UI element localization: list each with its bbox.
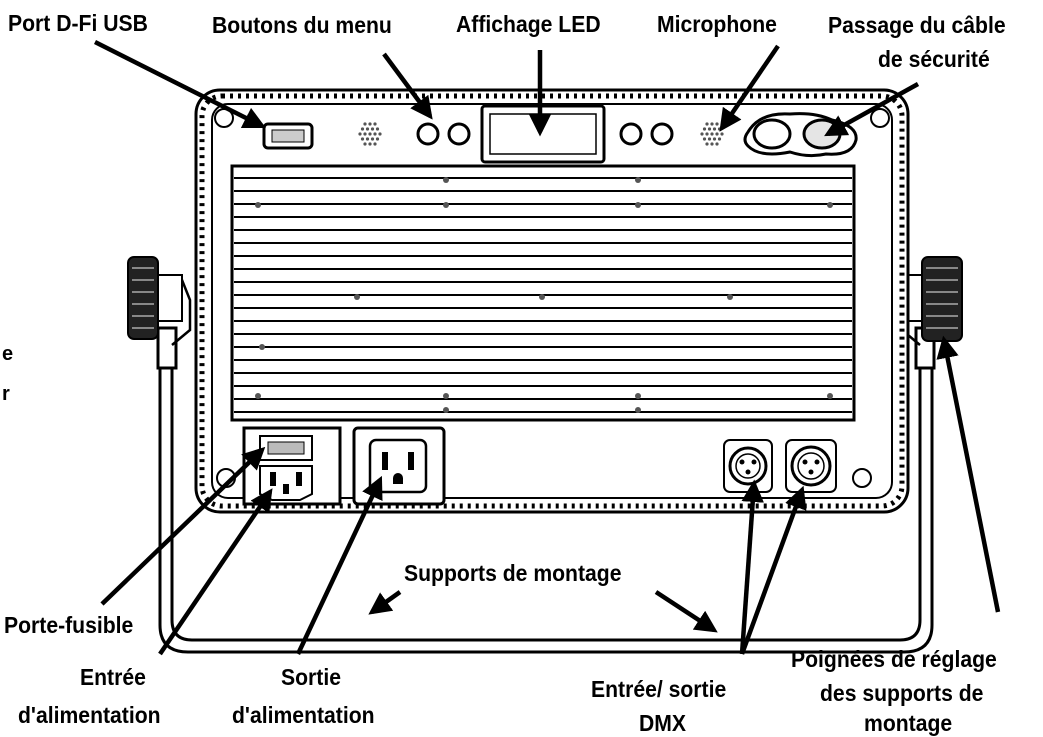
grille-hole bbox=[710, 122, 714, 126]
label-safety-cable-1: Passage du câble bbox=[828, 12, 1006, 38]
grille-hole bbox=[710, 132, 714, 136]
grille-hole bbox=[358, 132, 362, 136]
grille-hole bbox=[700, 132, 704, 136]
speaker-grille-left bbox=[358, 122, 382, 146]
grille-hole bbox=[363, 122, 367, 126]
grille-hole bbox=[365, 137, 370, 141]
dmx-output-connector bbox=[785, 439, 837, 493]
arrow-bracket-right bbox=[654, 590, 718, 633]
label-dmx-1: Entrée/ sortie bbox=[591, 676, 727, 702]
arrow-dmx-in bbox=[739, 479, 764, 655]
power-inlet-with-fuse bbox=[242, 426, 342, 506]
label-power-out-1: Sortie bbox=[281, 664, 341, 690]
label-dmx-2: DMX bbox=[639, 710, 687, 736]
label-usb-port: Port D-Fi USB bbox=[8, 10, 148, 36]
label-adjust-knobs-1: Poignées de réglage bbox=[791, 646, 997, 672]
grille-hole bbox=[702, 137, 707, 141]
arrow-dmx-out bbox=[739, 485, 807, 655]
label-adjust-knobs-2: des supports de bbox=[820, 680, 984, 706]
grille-hole bbox=[363, 142, 367, 146]
grille-hole bbox=[375, 127, 380, 131]
margin-glyph: e bbox=[2, 343, 14, 365]
grille-hole bbox=[368, 142, 372, 146]
grille-hole bbox=[715, 142, 719, 146]
grille-hole bbox=[705, 132, 709, 136]
label-led-display: Affichage LED bbox=[456, 11, 601, 37]
grille-hole bbox=[368, 132, 372, 136]
grille-hole bbox=[712, 137, 717, 141]
arrow-safety-cable bbox=[824, 82, 920, 137]
grille-hole bbox=[712, 127, 717, 131]
label-power-in-2: d'alimentation bbox=[18, 702, 161, 728]
callout-arrows bbox=[93, 39, 1001, 656]
arrow-usb-port bbox=[93, 39, 267, 129]
label-power-in-1: Entrée bbox=[80, 664, 146, 690]
grille-hole bbox=[705, 142, 709, 146]
label-microphone: Microphone bbox=[657, 11, 777, 37]
arrow-power-inlet bbox=[158, 488, 273, 656]
grille-hole bbox=[370, 137, 375, 141]
arrow-adjust-knob bbox=[936, 335, 1001, 613]
grille-hole bbox=[710, 142, 714, 146]
grille-hole bbox=[363, 132, 367, 136]
mounting-bracket bbox=[156, 274, 936, 654]
led-display bbox=[480, 104, 606, 164]
label-menu-buttons: Boutons du menu bbox=[212, 12, 392, 38]
arrow-bracket-left bbox=[368, 590, 402, 615]
grille-hole bbox=[378, 132, 382, 136]
label-adjust-knobs-3: montage bbox=[864, 710, 953, 736]
left-adjustment-knob bbox=[127, 256, 183, 340]
grille-hole bbox=[705, 122, 709, 126]
power-outlet bbox=[352, 426, 446, 506]
grille-hole bbox=[370, 127, 375, 131]
arrow-microphone bbox=[719, 44, 780, 132]
grille-hole bbox=[715, 132, 719, 136]
label-mounting-brackets: Supports de montage bbox=[404, 560, 622, 586]
grille-hole bbox=[707, 137, 712, 141]
grille-hole bbox=[702, 127, 707, 131]
label-safety-cable-2: de sécurité bbox=[878, 46, 990, 72]
grille-hole bbox=[360, 127, 365, 131]
arrow-power-outlet bbox=[295, 475, 383, 655]
grille-hole bbox=[720, 132, 724, 136]
grille-hole bbox=[717, 127, 722, 131]
usb-port bbox=[262, 122, 314, 150]
grille-hole bbox=[373, 142, 377, 146]
heat-sink bbox=[230, 164, 856, 422]
grille-hole bbox=[373, 122, 377, 126]
label-fuse-holder: Porte-fusible bbox=[4, 612, 134, 638]
grille-hole bbox=[375, 137, 380, 141]
menu-buttons bbox=[416, 122, 674, 146]
grille-hole bbox=[365, 127, 370, 131]
grille-hole bbox=[373, 132, 377, 136]
dmx-input-connector bbox=[723, 439, 773, 493]
arrow-menu-buttons bbox=[382, 52, 433, 120]
grille-hole bbox=[360, 137, 365, 141]
arrow-fuse-holder bbox=[100, 446, 266, 606]
grille-hole bbox=[715, 122, 719, 126]
label-power-out-2: d'alimentation bbox=[232, 702, 375, 728]
grille-hole bbox=[707, 127, 712, 131]
grille-hole bbox=[717, 137, 722, 141]
margin-glyph: r bbox=[2, 383, 10, 405]
grille-hole bbox=[368, 122, 372, 126]
